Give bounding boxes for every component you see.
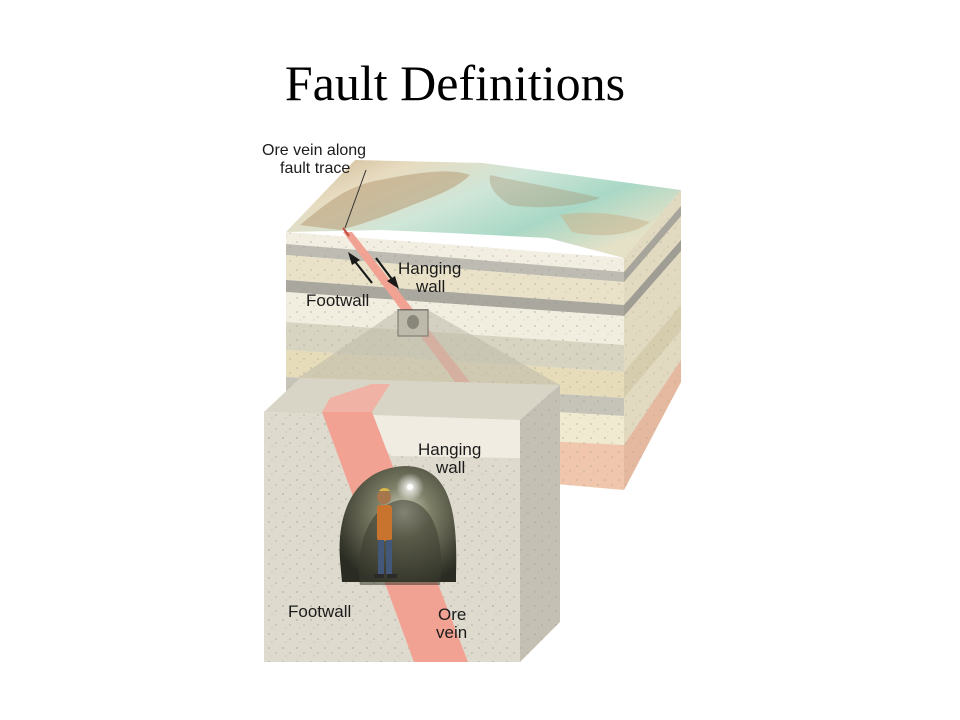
footwall-label-top: Footwall bbox=[306, 291, 369, 310]
miner-figure bbox=[374, 487, 397, 578]
hanging-wall-label-top-line2: wall bbox=[415, 277, 445, 296]
fault-trace-line bbox=[342, 227, 350, 237]
terrain-hills bbox=[560, 212, 650, 236]
ore-vein-trace-label-line1: Ore vein along bbox=[262, 142, 366, 159]
ore-vein-label-inset-line2: vein bbox=[436, 623, 467, 642]
ore-vein-band-top bbox=[322, 384, 390, 412]
hanging-wall-label-top-line1: Hanging bbox=[398, 259, 461, 278]
right-face-strata bbox=[624, 190, 681, 490]
fault-motion-arrows bbox=[348, 252, 399, 289]
ore-vein-callout-line bbox=[344, 169, 367, 229]
hanging-wall-label-inset-line2: wall bbox=[435, 458, 465, 477]
terrain-relief bbox=[300, 171, 470, 230]
hanging-wall-label-inset-line1: Hanging bbox=[418, 440, 481, 459]
slide-title: Fault Definitions bbox=[284, 55, 626, 111]
footwall-label-inset: Footwall bbox=[288, 602, 351, 621]
ore-vein-label-inset-line1: Ore bbox=[438, 605, 466, 624]
ore-vein-trace-label-line2: fault trace bbox=[280, 160, 350, 177]
terrain-ridge bbox=[489, 175, 600, 208]
zoom-projection-cone bbox=[298, 310, 560, 385]
